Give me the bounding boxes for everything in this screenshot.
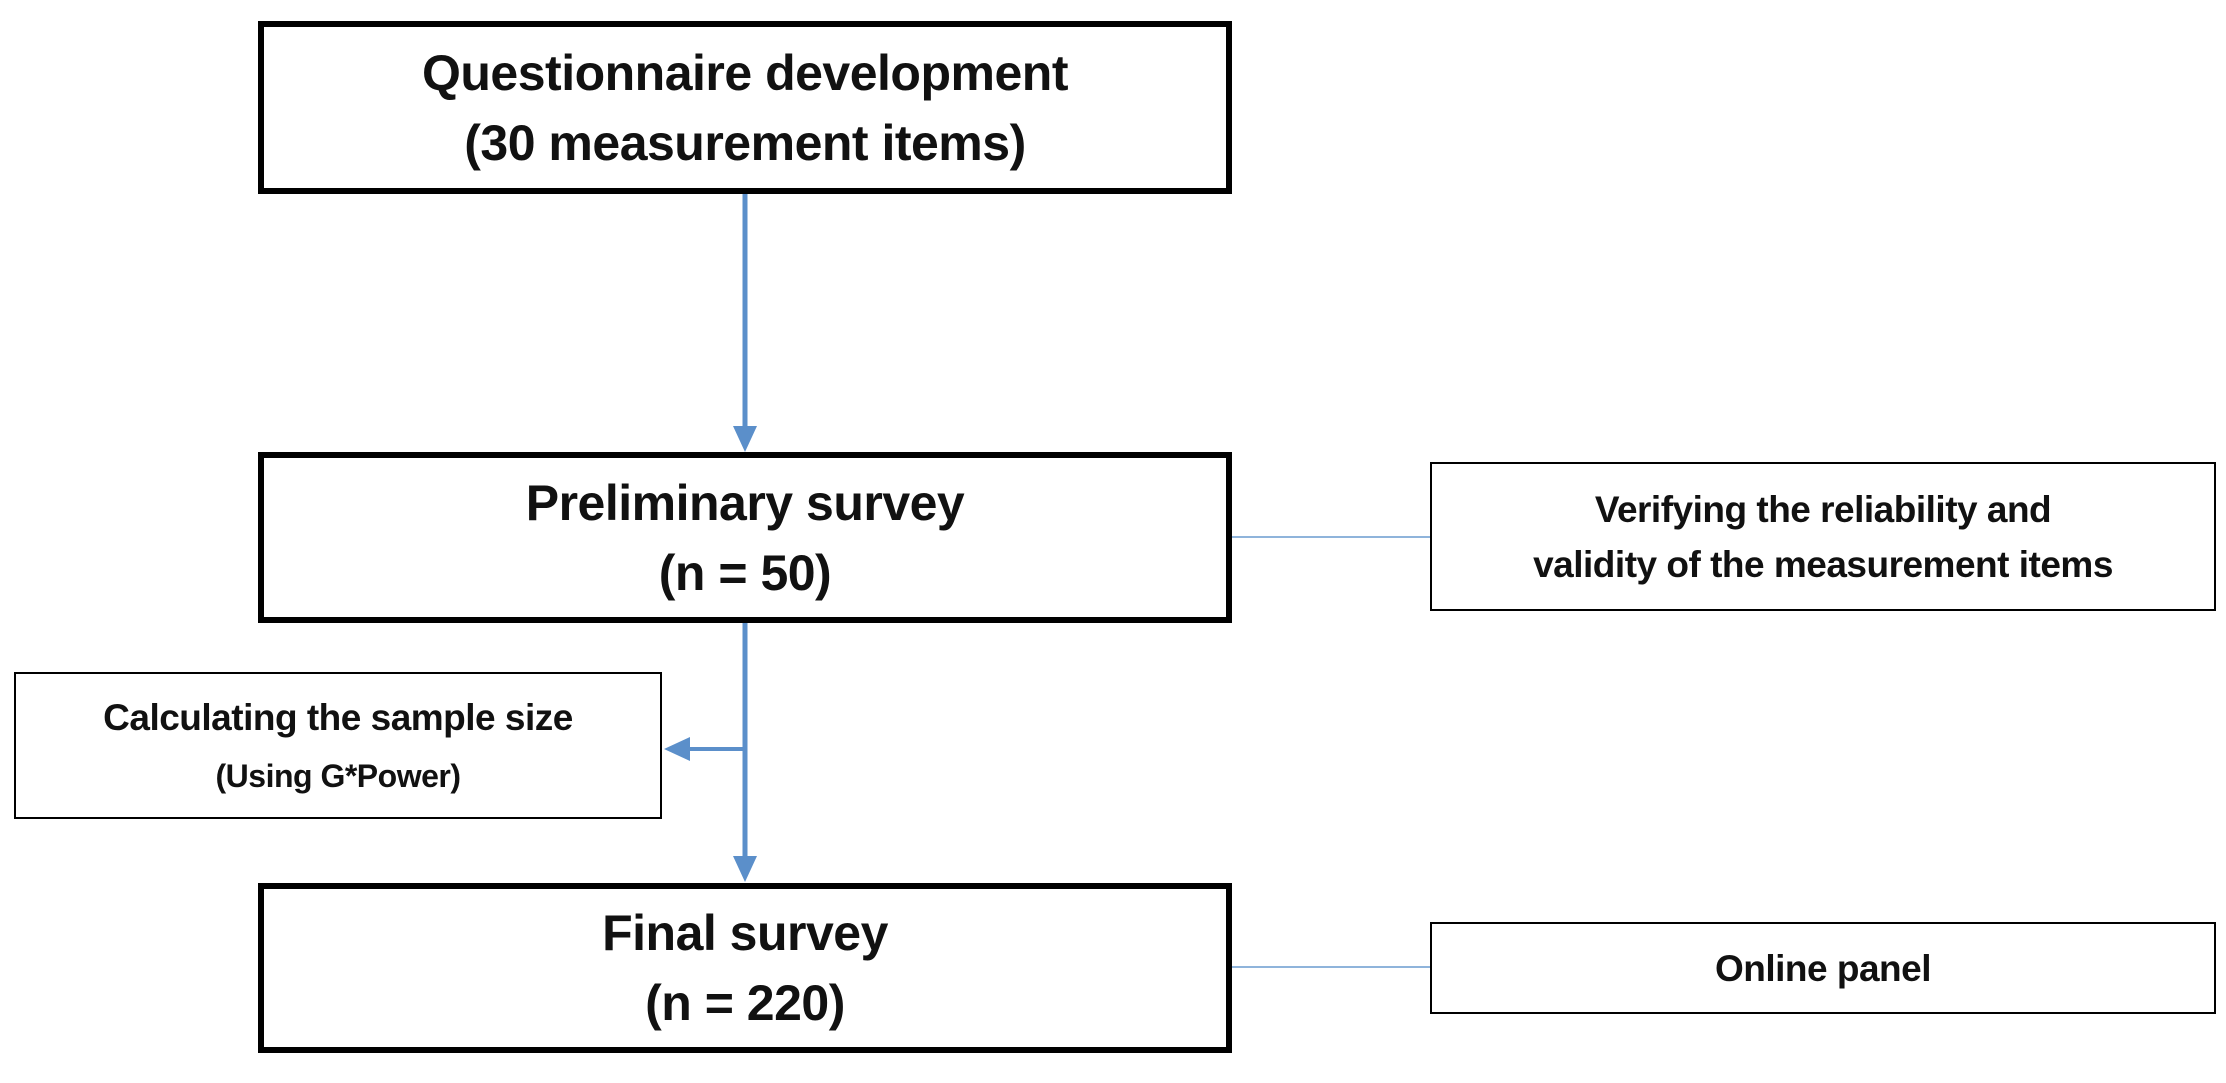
arrowhead-sample-size <box>664 737 690 761</box>
note-verifying-line1: Verifying the reliability and <box>1594 488 2052 530</box>
note-verifying-reliability: Verifying the reliability and validity o… <box>1430 462 2216 611</box>
note-online-panel-label: Online panel <box>1714 947 1932 989</box>
note-sample-size: Calculating the sample size (Using G*Pow… <box>14 672 662 819</box>
note-online-panel: Online panel <box>1430 922 2216 1014</box>
node-final-subtitle: (n = 220) <box>645 975 845 1031</box>
arrowhead-preliminary <box>733 426 757 452</box>
note-verifying-line2: validity of the measurement items <box>1533 543 2113 585</box>
node-final-survey: Final survey (n = 220) <box>258 883 1232 1053</box>
node-preliminary-survey: Preliminary survey (n = 50) <box>258 452 1232 623</box>
node-questionnaire-development: Questionnaire development (30 measuremen… <box>258 21 1232 194</box>
note-sample-size-line1: Calculating the sample size <box>103 696 573 738</box>
arrowhead-final <box>733 856 757 882</box>
node-preliminary-subtitle: (n = 50) <box>658 544 832 601</box>
note-sample-size-line2: (Using G*Power) <box>215 757 461 794</box>
node-questionnaire-title: Questionnaire development <box>422 44 1068 101</box>
node-questionnaire-subtitle: (30 measurement items) <box>464 114 1026 171</box>
node-preliminary-title: Preliminary survey <box>525 474 965 531</box>
node-final-title: Final survey <box>602 905 888 961</box>
